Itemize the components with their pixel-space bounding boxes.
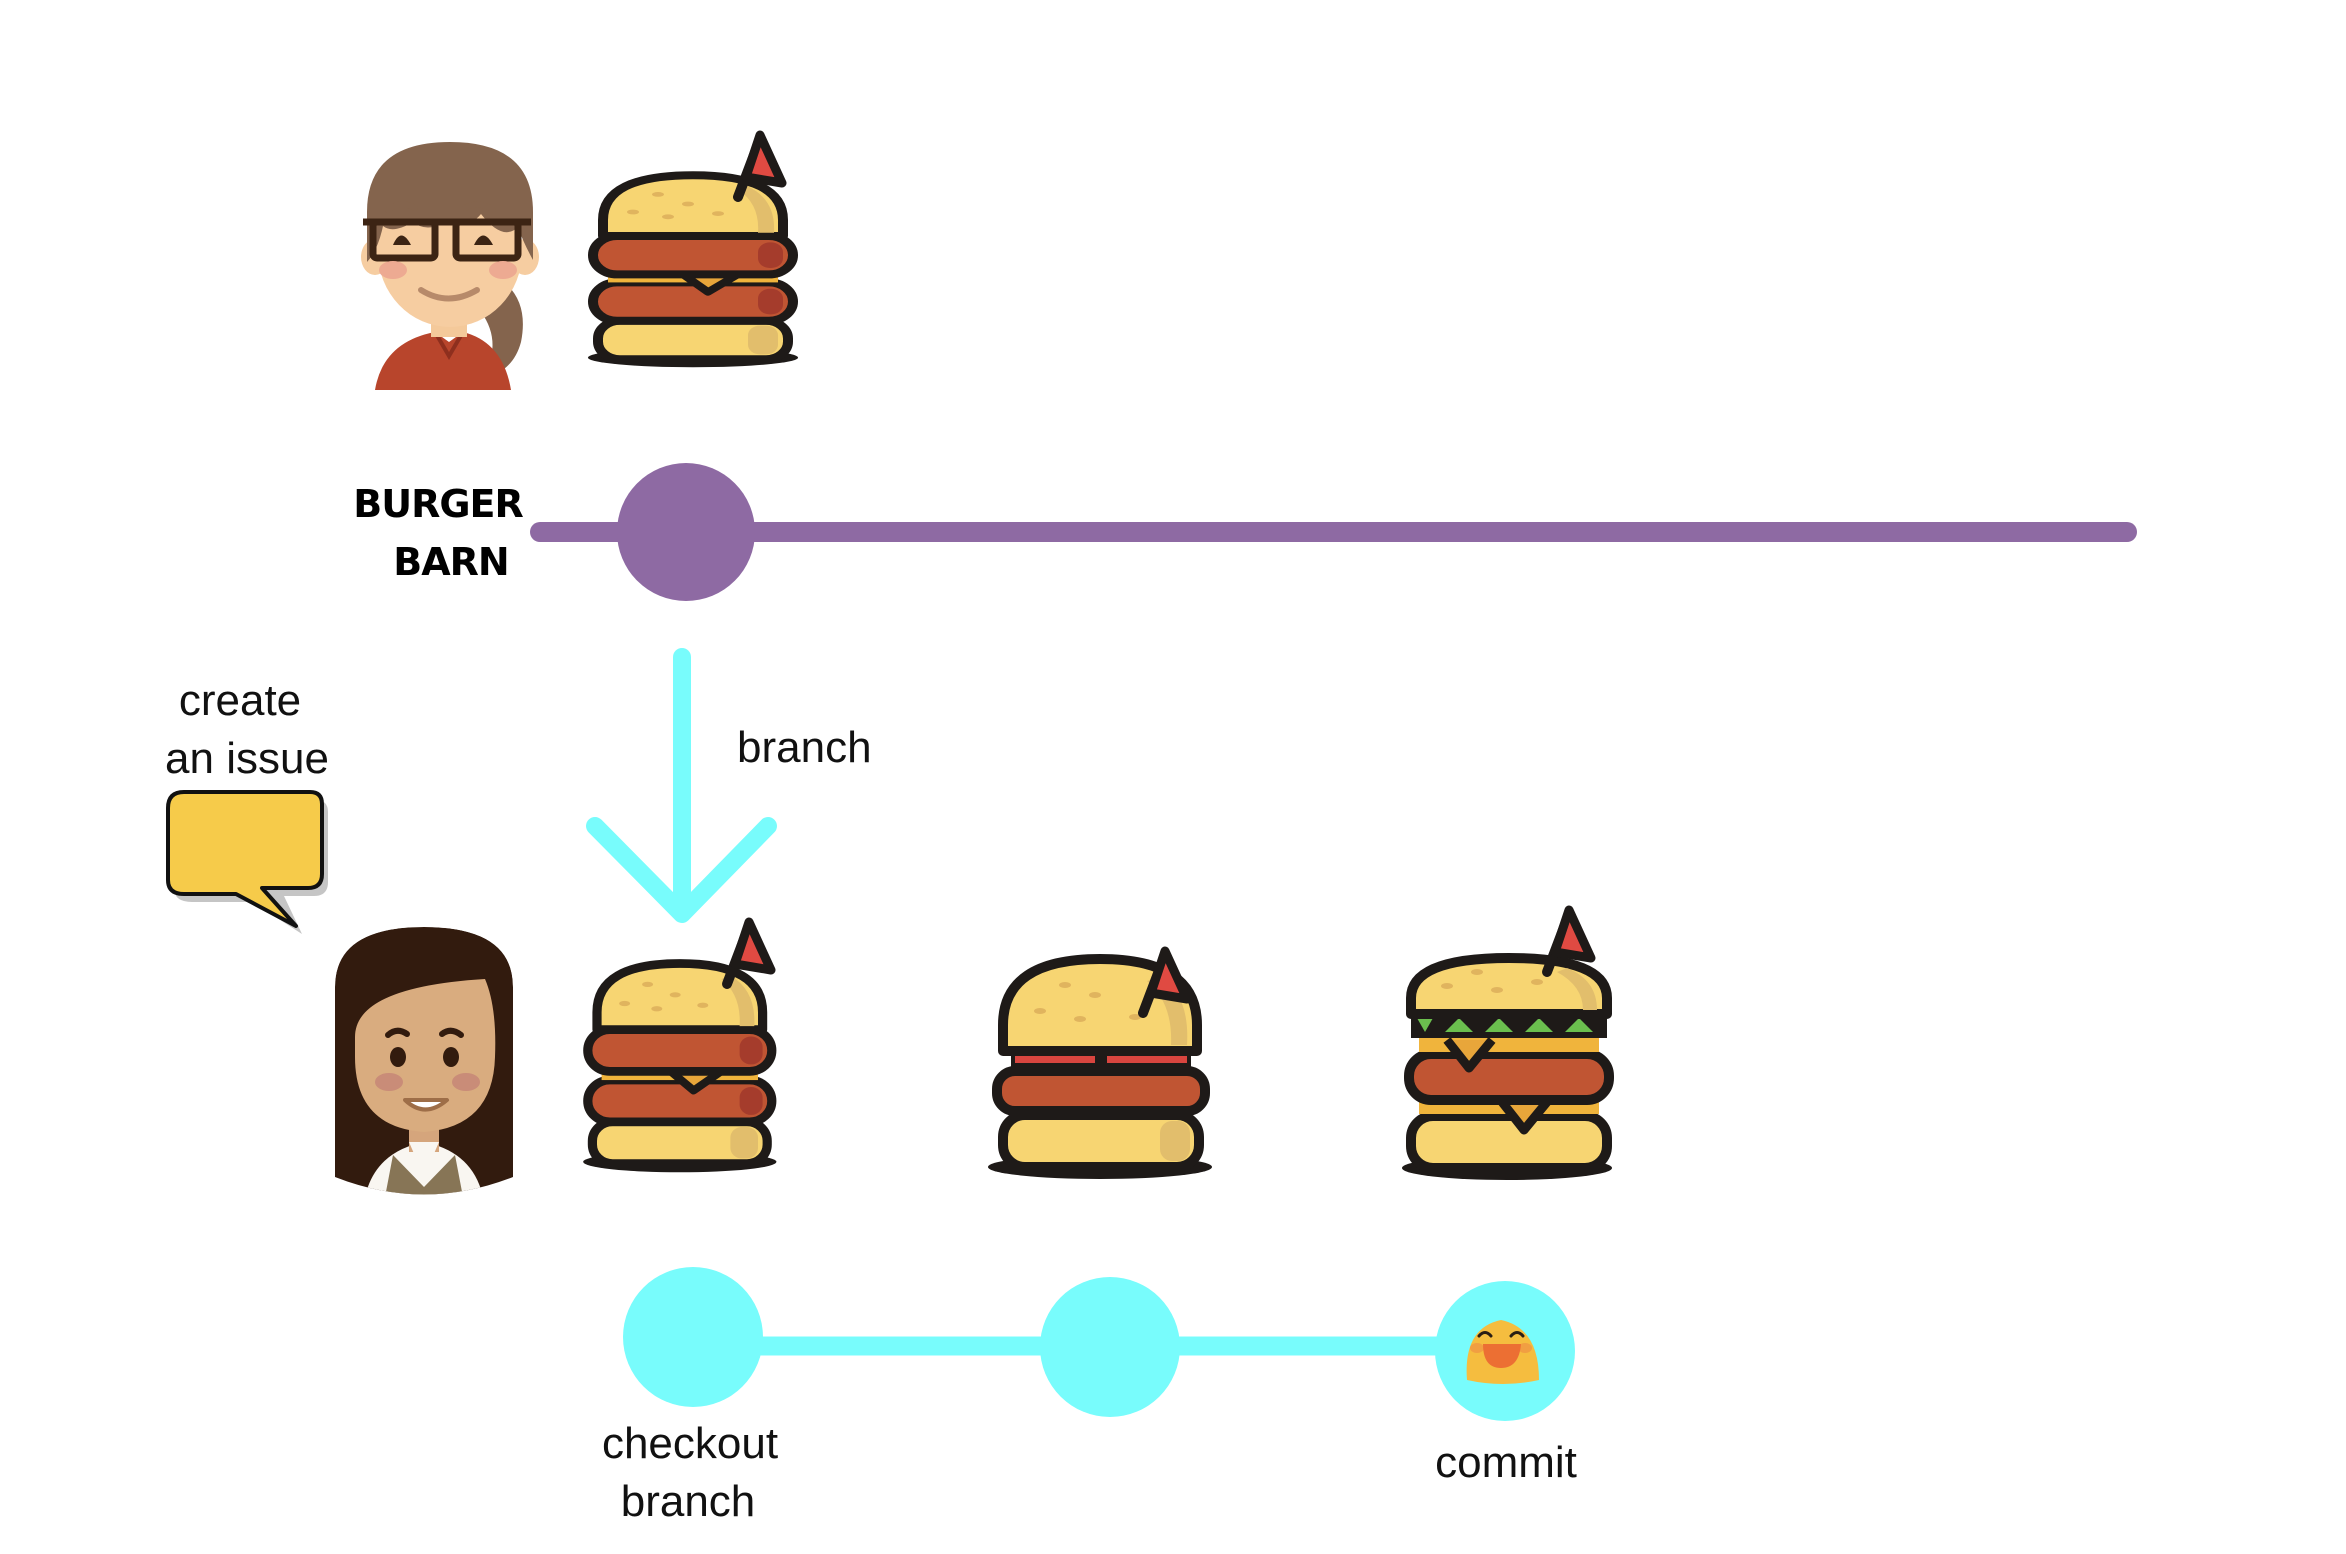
branch-name-line1: BURGER xyxy=(353,482,523,526)
branch-burger-2-icon xyxy=(988,951,1212,1179)
main-burger-icon xyxy=(588,135,798,367)
feature-branch xyxy=(623,1267,1575,1421)
branch-arrow-icon xyxy=(586,648,777,923)
branch-label: branch xyxy=(737,723,872,772)
checkout-label-line1: checkout xyxy=(602,1419,778,1468)
issue-label-line1: create xyxy=(179,676,301,725)
main-branch: BURGER BARN xyxy=(353,463,2137,601)
branch-name-line2: BARN xyxy=(393,540,508,584)
commit-node-checkout[interactable] xyxy=(623,1267,763,1407)
branch-burger-1-icon xyxy=(583,922,776,1172)
speech-bubble-icon[interactable] xyxy=(166,790,328,934)
smiley-icon xyxy=(1466,1320,1539,1384)
branch-burger-3-icon xyxy=(1402,910,1614,1180)
issue-label-line2: an issue xyxy=(165,734,329,783)
main-branch-commit-node[interactable] xyxy=(617,463,755,601)
maintainer-avatar xyxy=(361,142,539,390)
checkout-label-line2: branch xyxy=(621,1477,756,1526)
contributor-avatar xyxy=(335,927,513,1195)
commit-label: commit xyxy=(1435,1438,1577,1487)
commit-node-middle[interactable] xyxy=(1040,1277,1180,1417)
